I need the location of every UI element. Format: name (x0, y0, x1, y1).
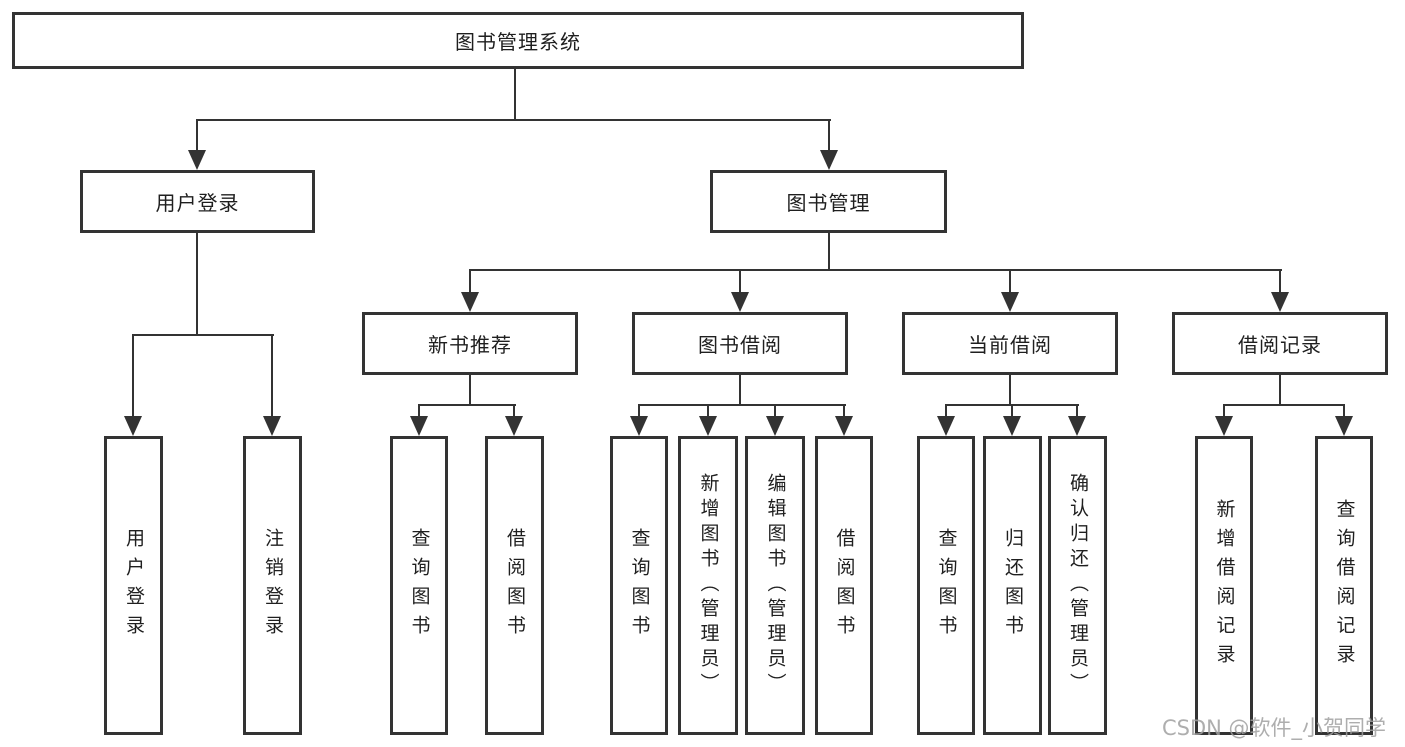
node-leaf-query-book-3-label: 查询图书 (935, 527, 958, 644)
node-new-book-recommend-label: 新书推荐 (428, 333, 512, 357)
node-root-label: 图书管理系统 (455, 30, 581, 54)
connector-hline (469, 269, 1282, 271)
connector-vline (1011, 404, 1013, 418)
node-user-login-label: 用户登录 (155, 191, 240, 215)
node-leaf-add-borrow-record-label: 新增借阅记录 (1213, 498, 1236, 673)
node-leaf-query-book-1: 查询图书 (390, 436, 448, 735)
connector-vline (707, 404, 709, 418)
connector-vline (271, 334, 273, 418)
node-leaf-logout-label: 注销登录 (262, 527, 284, 644)
connector-vline (132, 334, 134, 418)
connector-hline (196, 119, 831, 121)
node-leaf-edit-book-label: 编辑图书（管理员） (764, 473, 787, 698)
arrow-down-icon (937, 416, 955, 436)
node-leaf-edit-book: 编辑图书（管理员） (745, 436, 805, 735)
node-leaf-return-book-label: 归还图书 (1002, 527, 1024, 644)
connector-vline (774, 404, 776, 418)
arrow-down-icon (1003, 416, 1021, 436)
node-leaf-confirm-return: 确认归还（管理员） (1048, 436, 1107, 735)
connector-hline (1223, 404, 1345, 406)
node-leaf-logout: 注销登录 (243, 436, 302, 735)
connector-vline (1279, 269, 1281, 294)
connector-vline (828, 119, 830, 152)
connector-vline (1076, 404, 1078, 418)
node-leaf-query-book-2-label: 查询图书 (628, 527, 651, 644)
arrow-down-icon (263, 416, 281, 436)
node-book-borrow-label: 图书借阅 (698, 333, 782, 357)
connector-vline (739, 269, 741, 294)
node-book-management-label: 图书管理 (786, 191, 871, 215)
node-leaf-confirm-return-label: 确认归还（管理员） (1067, 473, 1089, 698)
node-leaf-borrow-book-2-label: 借阅图书 (833, 527, 856, 644)
arrow-down-icon (410, 416, 428, 436)
connector-vline (196, 233, 198, 336)
arrow-down-icon (1271, 292, 1289, 312)
node-book-management: 图书管理 (710, 170, 947, 233)
arrow-down-icon (820, 150, 838, 170)
node-leaf-borrow-book-2: 借阅图书 (815, 436, 873, 735)
connector-vline (739, 375, 741, 406)
arrow-down-icon (699, 416, 717, 436)
connector-vline (828, 233, 830, 271)
arrow-down-icon (461, 292, 479, 312)
connector-vline (469, 269, 471, 294)
node-leaf-query-borrow-record: 查询借阅记录 (1315, 436, 1373, 735)
node-book-borrow: 图书借阅 (632, 312, 848, 375)
arrow-down-icon (1001, 292, 1019, 312)
connector-vline (196, 119, 198, 152)
node-root: 图书管理系统 (12, 12, 1024, 69)
connector-hline (132, 334, 274, 336)
csdn-watermark: CSDN @软件_小贺同学 (1162, 716, 1387, 740)
arrow-down-icon (188, 150, 206, 170)
node-borrow-records: 借阅记录 (1172, 312, 1388, 375)
arrow-down-icon (1335, 416, 1353, 436)
connector-vline (843, 404, 845, 418)
node-leaf-query-book-2: 查询图书 (610, 436, 668, 735)
arrow-down-icon (1068, 416, 1086, 436)
connector-vline (1009, 375, 1011, 406)
connector-hline (638, 404, 846, 406)
arrow-down-icon (505, 416, 523, 436)
arrow-down-icon (630, 416, 648, 436)
node-leaf-borrow-book-1-label: 借阅图书 (504, 527, 526, 644)
node-leaf-add-book-label: 新增图书（管理员） (697, 473, 720, 698)
connector-vline (513, 404, 515, 418)
node-leaf-user-login-label: 用户登录 (123, 527, 145, 644)
node-current-borrow-label: 当前借阅 (968, 333, 1052, 357)
connector-vline (418, 404, 420, 418)
arrow-down-icon (766, 416, 784, 436)
arrow-down-icon (124, 416, 142, 436)
connector-vline (638, 404, 640, 418)
node-current-borrow: 当前借阅 (902, 312, 1118, 375)
connector-vline (1223, 404, 1225, 418)
arrow-down-icon (731, 292, 749, 312)
connector-vline (1279, 375, 1281, 406)
connector-vline (469, 375, 471, 406)
node-leaf-user-login: 用户登录 (104, 436, 163, 735)
node-leaf-query-book-1-label: 查询图书 (408, 527, 431, 644)
node-leaf-query-borrow-record-label: 查询借阅记录 (1333, 498, 1356, 673)
node-leaf-add-book: 新增图书（管理员） (678, 436, 738, 735)
connector-hline (418, 404, 516, 406)
node-borrow-records-label: 借阅记录 (1238, 333, 1322, 357)
node-user-login: 用户登录 (80, 170, 315, 233)
node-leaf-add-borrow-record: 新增借阅记录 (1195, 436, 1253, 735)
connector-vline (945, 404, 947, 418)
connector-vline (1009, 269, 1011, 294)
arrow-down-icon (1215, 416, 1233, 436)
arrow-down-icon (835, 416, 853, 436)
node-new-book-recommend: 新书推荐 (362, 312, 578, 375)
node-leaf-borrow-book-1: 借阅图书 (485, 436, 544, 735)
connector-vline (514, 69, 516, 120)
node-leaf-return-book: 归还图书 (983, 436, 1042, 735)
connector-vline (1343, 404, 1345, 418)
node-leaf-query-book-3: 查询图书 (917, 436, 975, 735)
